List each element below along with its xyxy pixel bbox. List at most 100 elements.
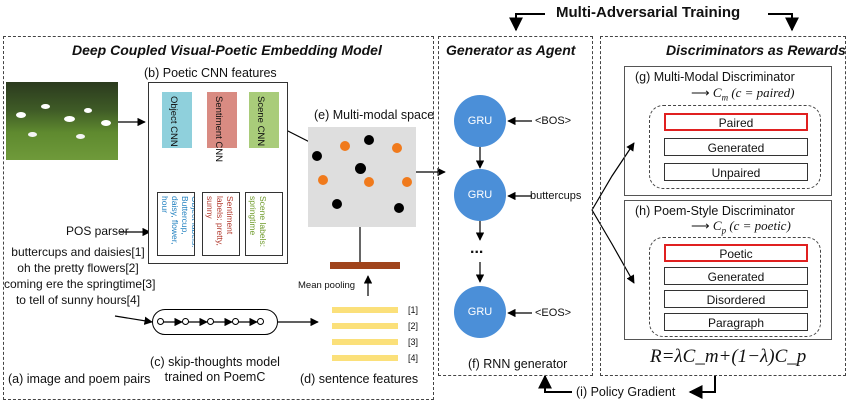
skip-node xyxy=(157,318,164,325)
skip-thoughts-model xyxy=(152,309,278,335)
object-labels: Object labels: Buttercup, daisy, flower,… xyxy=(160,196,195,248)
poem-line: oh the pretty flowers[2] xyxy=(17,261,139,275)
skip-node xyxy=(207,318,214,325)
sentence-bar xyxy=(332,307,398,313)
sentence-index: [1] xyxy=(408,305,419,315)
policy-gradient-label: (i) Policy Gradient xyxy=(576,385,676,399)
sentiment-labels: Sentiment labels: pretty, sunny xyxy=(205,196,235,246)
token-eos: <EOS> xyxy=(535,307,572,319)
generator-title: Generator as Agent xyxy=(446,42,576,58)
multimodal-space xyxy=(308,127,416,227)
formula-sub: p xyxy=(721,225,727,236)
reward-formula: R=λC_m+(1−λ)C_p xyxy=(650,346,806,368)
formula-cond: (c = poetic) xyxy=(729,218,791,233)
generator-caption: (f) RNN generator xyxy=(468,357,568,371)
option-unpaired: Unpaired xyxy=(664,163,808,181)
poem-line: to tell of sunny hours[4] xyxy=(15,293,141,307)
mean-pooling-label: Mean pooling xyxy=(298,280,356,291)
arrow-poem-skip xyxy=(114,315,153,325)
orange-dot xyxy=(340,141,350,151)
sentence-index: [2] xyxy=(408,321,419,331)
flower-image xyxy=(6,82,118,160)
option-generated: Generated xyxy=(664,138,808,156)
black-dot xyxy=(312,151,322,161)
sentiment-cnn: Sentiment CNN xyxy=(207,92,237,162)
right-arrow-icon: ⟶ xyxy=(691,85,710,100)
sentence-index: [4] xyxy=(408,353,419,363)
sentence-bar xyxy=(332,323,398,329)
option-disordered: Disordered xyxy=(664,290,808,308)
gru-unit: GRU xyxy=(454,169,506,221)
option-poetic: Poetic xyxy=(664,244,808,262)
orange-dot xyxy=(364,177,374,187)
generator-panel xyxy=(438,36,593,376)
caption-a: (a) image and poem pairs xyxy=(8,372,151,386)
multimodal-discriminator: (g) Multi-Modal Discriminator ⟶ Cm (c = … xyxy=(624,66,832,196)
orange-dot xyxy=(392,143,402,153)
reward-formula-text: R=λC_m+(1−λ)C_p xyxy=(650,346,807,367)
sentiment-labels-box: Sentiment labels: pretty, sunny xyxy=(202,192,240,256)
embedding-title: Deep Coupled Visual-Poetic Embedding Mod… xyxy=(72,42,382,58)
skip-node xyxy=(182,318,189,325)
policy-arrow-right xyxy=(688,376,716,399)
skip-node xyxy=(232,318,239,325)
sentiment-cnn-label: Sentiment CNN xyxy=(213,96,224,162)
discriminators-panel xyxy=(600,36,846,376)
training-arrow-left xyxy=(509,13,545,32)
pos-parser-label: POS parser xyxy=(66,224,129,238)
poem-line: buttercups and daisies[1] xyxy=(11,245,145,259)
sentence-features: [1] [2] [3] [4] xyxy=(332,300,432,363)
arrow-gen-discp xyxy=(591,209,635,284)
poem-text: buttercups and daisies[1] oh the pretty … xyxy=(4,244,156,308)
mean-pooling-bar xyxy=(330,262,400,269)
gru-unit: GRU xyxy=(454,95,506,147)
formula-cond: (c = paired) xyxy=(731,85,795,100)
option-paragraph: Paragraph xyxy=(664,313,808,331)
embedding-panel xyxy=(3,36,434,400)
poem-style-options: Poetic Generated Disordered Paragraph xyxy=(649,237,821,337)
formula-c: C xyxy=(712,218,722,233)
poem-style-discriminator: (h) Poem-Style Discriminator ⟶ Cp (c = p… xyxy=(624,200,832,340)
arrow-gen-discm xyxy=(591,142,635,211)
black-dot xyxy=(364,135,374,145)
black-dot xyxy=(394,203,404,213)
right-arrow-icon: ⟶ xyxy=(691,218,710,233)
token-bos: <BOS> xyxy=(535,115,572,127)
gru-unit: GRU xyxy=(454,286,506,338)
orange-dot xyxy=(402,177,412,187)
sentence-bar xyxy=(332,339,398,345)
skip-node xyxy=(257,318,264,325)
black-dot xyxy=(332,199,342,209)
multimodal-disc-title: (g) Multi-Modal Discriminator xyxy=(635,70,795,84)
token-buttercups: buttercups xyxy=(530,190,582,202)
object-cnn-label: Object CNN xyxy=(168,96,179,147)
multimodal-options: Paired Generated Unpaired xyxy=(649,105,821,189)
sentence-index: [3] xyxy=(408,337,419,347)
multimodal-label: (e) Multi-modal space xyxy=(314,108,435,122)
orange-dot xyxy=(318,175,328,185)
option-paired: Paired xyxy=(664,113,808,131)
poem-style-formula: ⟶ Cp (c = poetic) xyxy=(691,218,791,236)
training-label: Multi-Adversarial Training xyxy=(556,4,741,21)
caption-c: (c) skip-thoughts model trained on PoemC xyxy=(150,355,280,384)
scene-cnn: Scene CNN xyxy=(249,92,279,148)
formula-sub: m xyxy=(721,92,729,103)
option-generated: Generated xyxy=(664,267,808,285)
object-cnn: Object CNN xyxy=(162,92,192,148)
formula-c: C xyxy=(712,85,722,100)
poem-line: coming ere the springtime[3] xyxy=(4,277,156,291)
poem-style-disc-title: (h) Poem-Style Discriminator xyxy=(635,204,795,218)
black-dot xyxy=(355,163,366,174)
caption-d: (d) sentence features xyxy=(300,372,419,386)
scene-labels-box: Scene labels: springtime xyxy=(245,192,283,256)
sentence-bar xyxy=(332,355,398,361)
scene-cnn-label: Scene CNN xyxy=(255,96,266,147)
discriminators-title: Discriminators as Rewards xyxy=(666,42,846,58)
scene-labels: Scene labels: springtime xyxy=(248,196,268,248)
multimodal-formula: ⟶ Cm (c = paired) xyxy=(691,85,794,103)
cnn-title: (b) Poetic CNN features xyxy=(144,66,277,80)
object-labels-box: Object labels: Buttercup, daisy, flower,… xyxy=(157,192,195,256)
policy-arrow-left xyxy=(538,374,572,393)
training-arrow-right xyxy=(768,13,799,32)
